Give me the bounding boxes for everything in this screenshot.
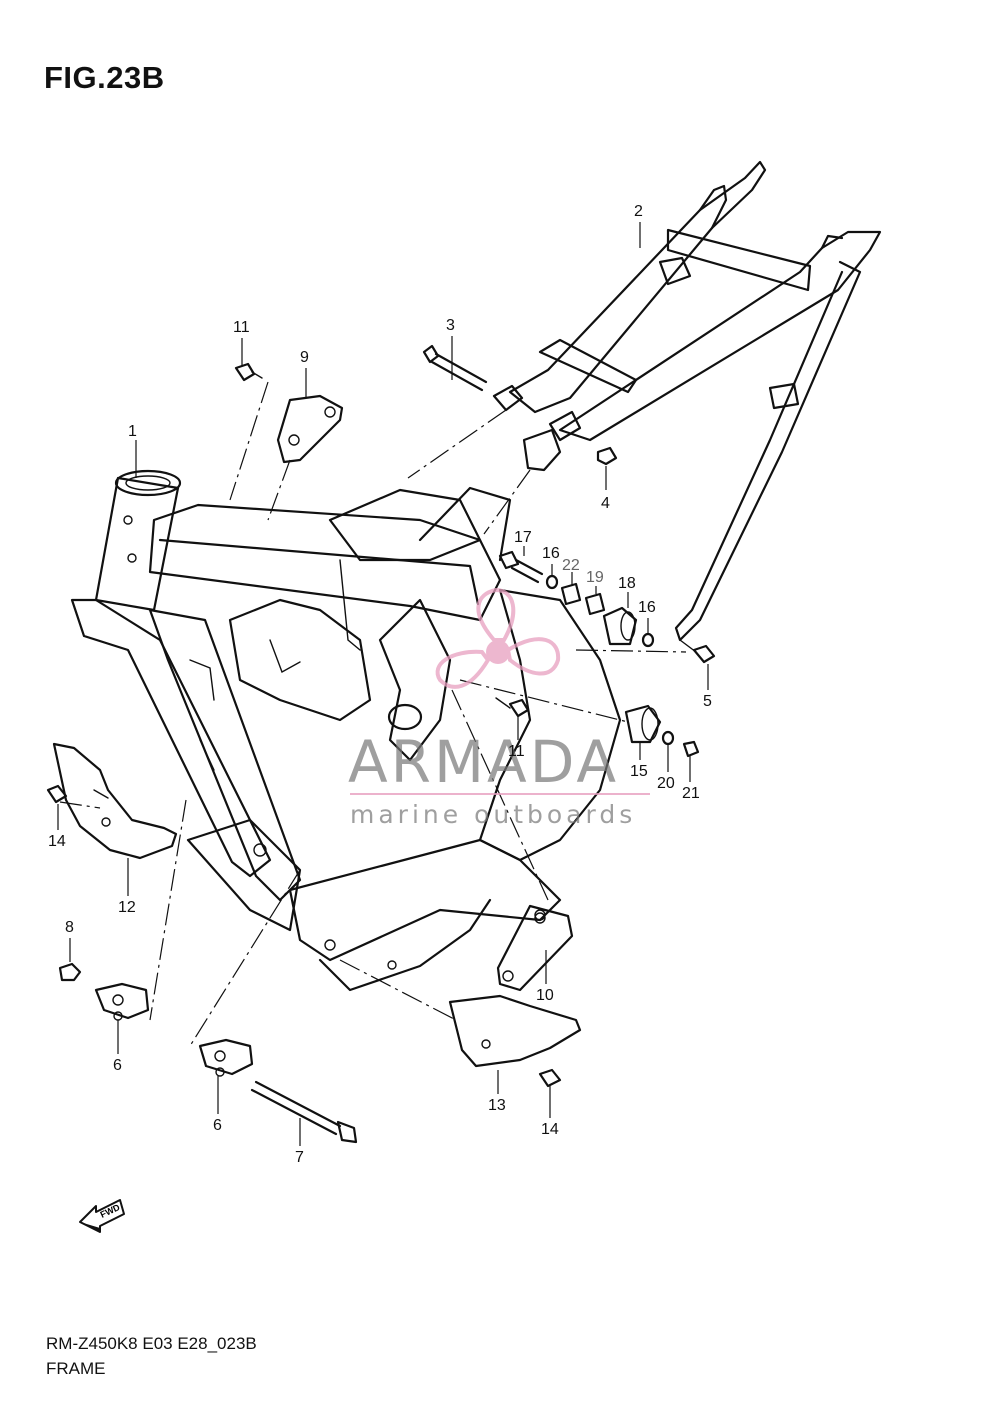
callout-22: 22 bbox=[562, 557, 580, 574]
part-21-nut bbox=[682, 740, 700, 758]
part-11-bolt-upper bbox=[234, 362, 263, 382]
part-6-bracket-upper bbox=[94, 982, 150, 1021]
part-11-bolt-lower bbox=[495, 697, 530, 718]
watermark-tagline: marine outboards bbox=[350, 800, 636, 829]
part-14-bolt-left bbox=[46, 784, 68, 804]
callout-16-b: 16 bbox=[638, 599, 656, 616]
part-7-long-bolt bbox=[250, 1080, 358, 1144]
watermark: ARMADA marine outboards bbox=[348, 587, 650, 829]
part-19-collar bbox=[584, 592, 606, 616]
callout-8: 8 bbox=[65, 919, 74, 936]
callout-11-lower: 11 bbox=[508, 743, 525, 760]
model-code: RM-Z450K8 E03 E28_023B bbox=[46, 1334, 257, 1353]
assembly-lines bbox=[59, 381, 687, 1047]
callouts: 1 2 3 4 5 6 6 7 8 9 10 11 11 12 13 14 14… bbox=[48, 203, 712, 1166]
fwd-arrow-icon: FWD bbox=[79, 1199, 125, 1233]
part-9-bracket bbox=[276, 394, 344, 464]
callout-14-right: 14 bbox=[541, 1121, 559, 1138]
callout-3: 3 bbox=[446, 317, 455, 334]
callout-10: 10 bbox=[536, 987, 554, 1004]
callout-6-lower: 6 bbox=[213, 1117, 222, 1134]
callout-1: 1 bbox=[128, 423, 137, 440]
part-10-bracket bbox=[496, 904, 574, 992]
callout-17: 17 bbox=[514, 529, 532, 546]
watermark-name: ARMADA bbox=[348, 728, 619, 796]
part-14-bolt-right bbox=[538, 1068, 562, 1088]
part-17-bolt bbox=[498, 550, 544, 584]
callout-20: 20 bbox=[657, 775, 675, 792]
part-15-bush bbox=[624, 704, 662, 744]
callout-13: 13 bbox=[488, 1097, 506, 1114]
callout-2: 2 bbox=[634, 203, 643, 220]
leader-lines bbox=[57, 222, 709, 1146]
callout-5: 5 bbox=[703, 693, 712, 710]
part-20-washer bbox=[661, 730, 675, 746]
part-18-bush bbox=[602, 606, 638, 646]
part-16-washer-a bbox=[545, 574, 559, 590]
callout-19: 19 bbox=[586, 569, 604, 586]
part-13-frame-guard bbox=[448, 994, 582, 1068]
part-3-bolt bbox=[422, 344, 488, 392]
part-5-bolt bbox=[679, 639, 716, 664]
callout-16-a: 16 bbox=[542, 545, 560, 562]
callout-9: 9 bbox=[300, 349, 309, 366]
part-8-nut bbox=[58, 962, 82, 982]
callout-18: 18 bbox=[618, 575, 636, 592]
callout-11-upper: 11 bbox=[233, 319, 250, 336]
callout-7: 7 bbox=[295, 1149, 304, 1166]
figure-title: FIG.23B bbox=[44, 60, 165, 95]
callout-12: 12 bbox=[118, 899, 136, 916]
part-4-nut bbox=[596, 446, 618, 466]
part-22-collar bbox=[560, 582, 582, 606]
part-12-frame-guard bbox=[52, 742, 178, 860]
section-name: FRAME bbox=[46, 1359, 106, 1378]
callout-6-upper: 6 bbox=[113, 1057, 122, 1074]
callout-4: 4 bbox=[601, 495, 610, 512]
callout-14-left: 14 bbox=[48, 833, 66, 850]
callout-21: 21 bbox=[682, 785, 700, 802]
callout-15: 15 bbox=[630, 763, 648, 780]
part-16-washer-b bbox=[641, 632, 655, 648]
propeller-logo bbox=[435, 587, 561, 689]
part-6-bracket-lower bbox=[198, 1038, 254, 1077]
